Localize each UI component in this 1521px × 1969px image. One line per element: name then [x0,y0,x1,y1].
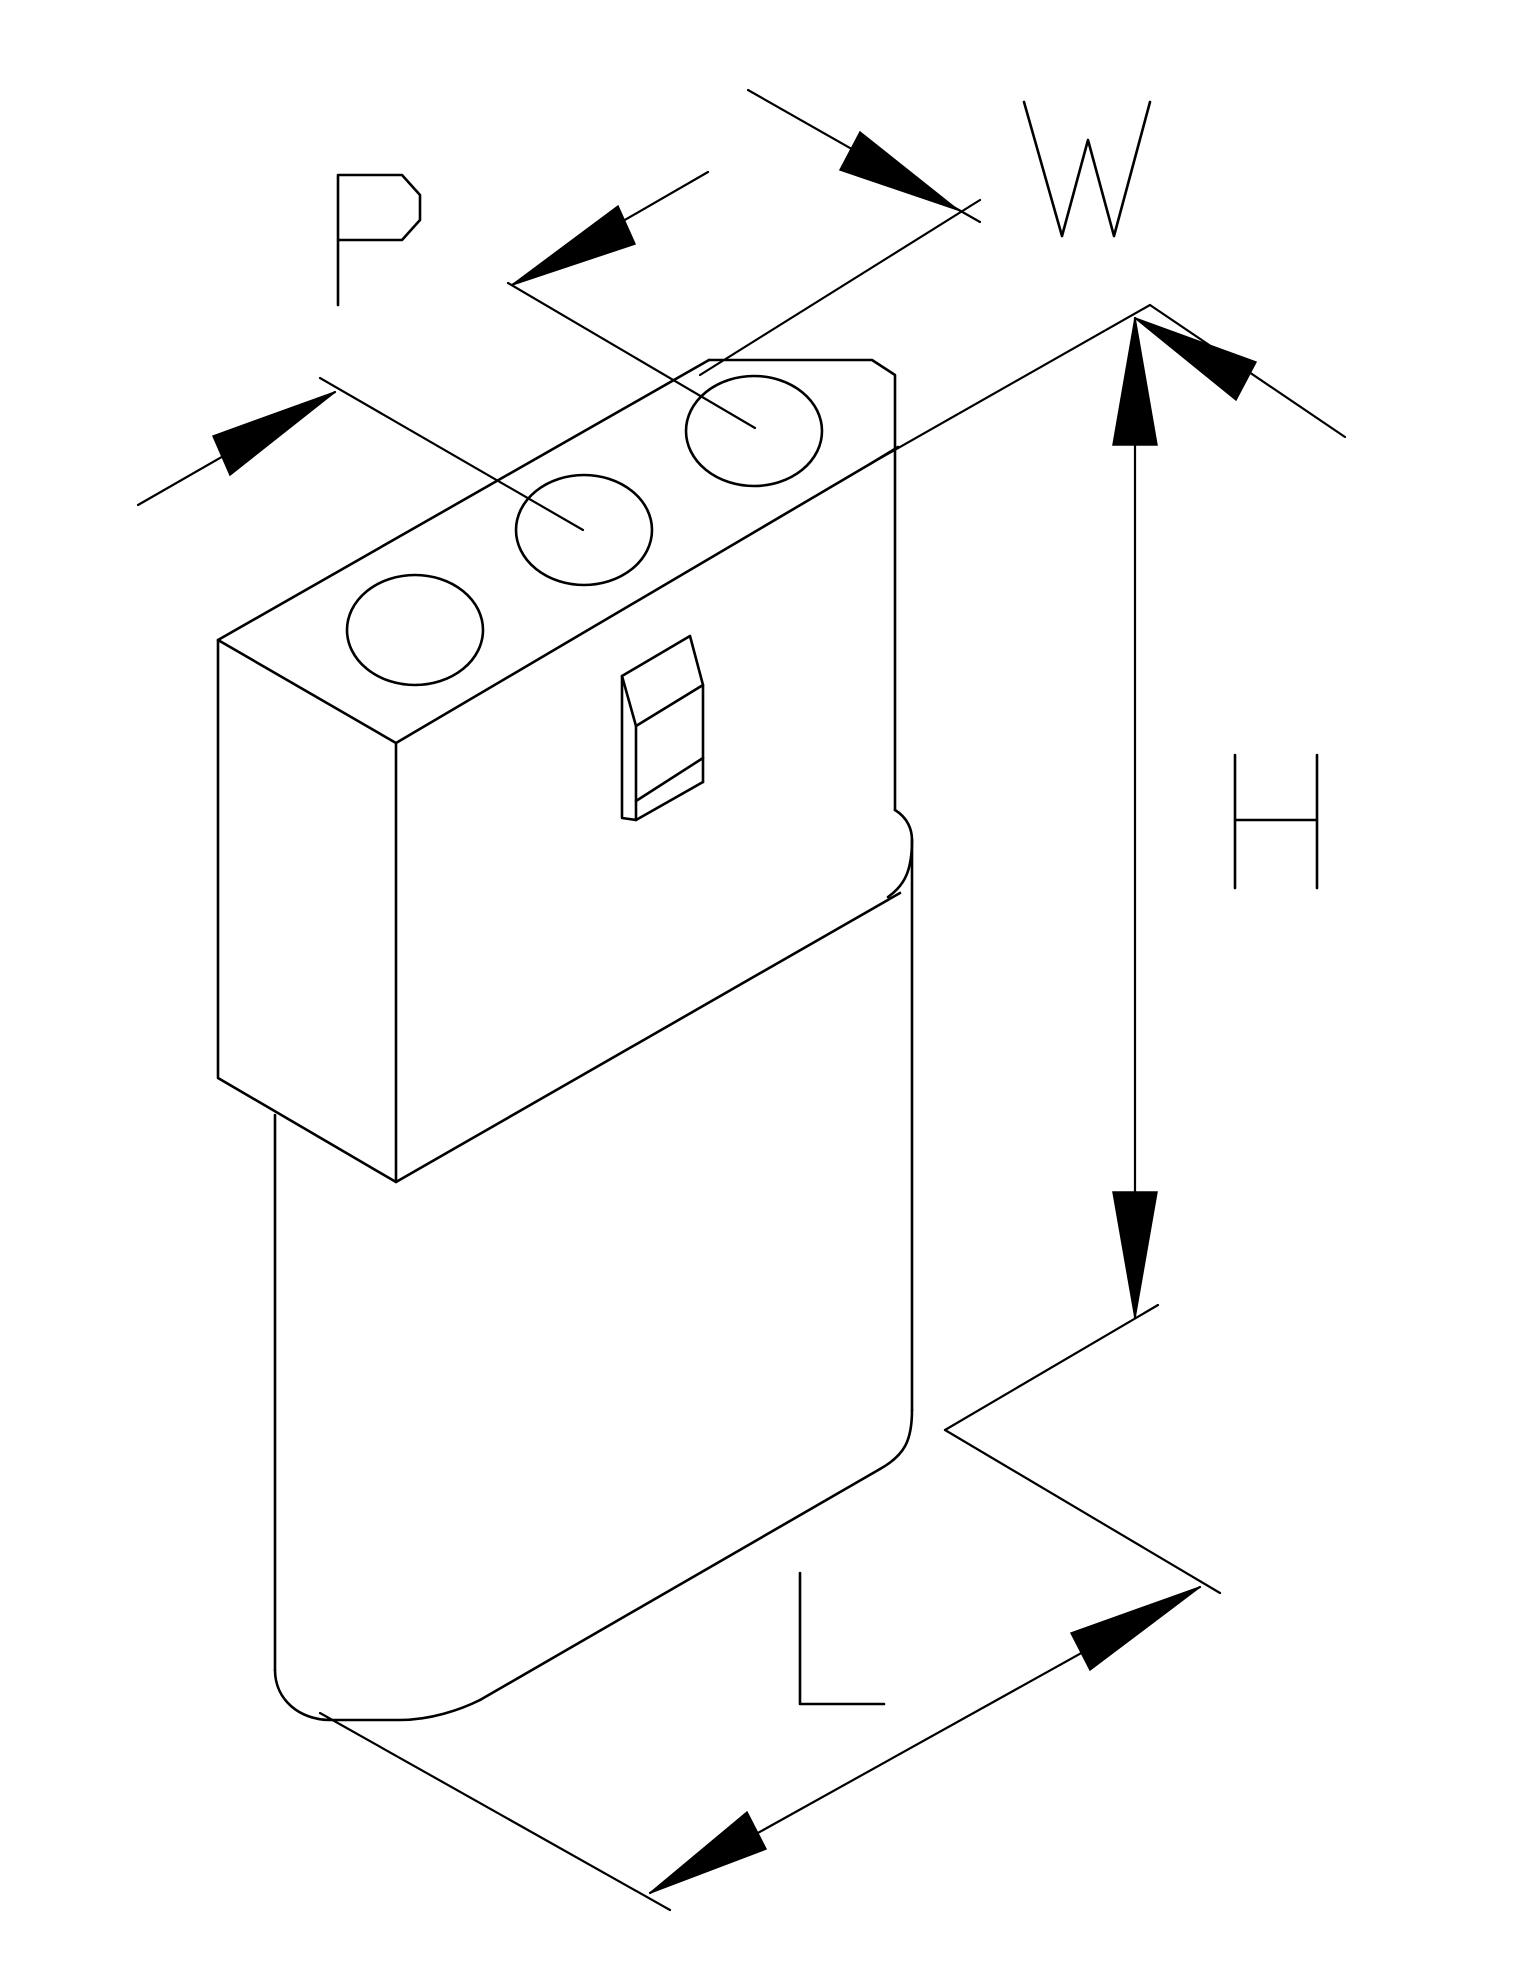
dimension-l: L [318,1428,1222,1912]
label-w: W [1030,229,1031,231]
cavity-1 [345,573,485,687]
label-l: L [805,1699,806,1701]
label-h: H [1240,879,1241,881]
dimension-h: H [943,316,1319,1432]
dimension-p: P [136,170,757,532]
arrow-p-right [511,204,637,286]
arrow-l-left [649,1810,768,1894]
label-w-glyph [1022,100,1152,238]
arrow-h-bottom [1112,1191,1158,1319]
label-h-glyph [1233,753,1319,890]
arrow-l-right [1069,1586,1201,1672]
housing-top-block [216,358,902,1184]
latch-window [620,634,705,822]
arrow-w-top [838,130,959,211]
arrow-w-right [1134,317,1258,402]
cavity-2 [514,473,654,587]
label-p-glyph [336,173,422,307]
dimension-w: W [698,88,1347,466]
cavity-3 [684,374,824,488]
label-l-glyph [798,1571,886,1706]
cavity-holes [345,374,824,687]
arrow-h-top [1112,317,1158,446]
housing-lower-body [273,808,914,1722]
label-p: P [340,299,341,301]
arrow-p-left [211,391,336,477]
housing-right-side [707,358,900,812]
